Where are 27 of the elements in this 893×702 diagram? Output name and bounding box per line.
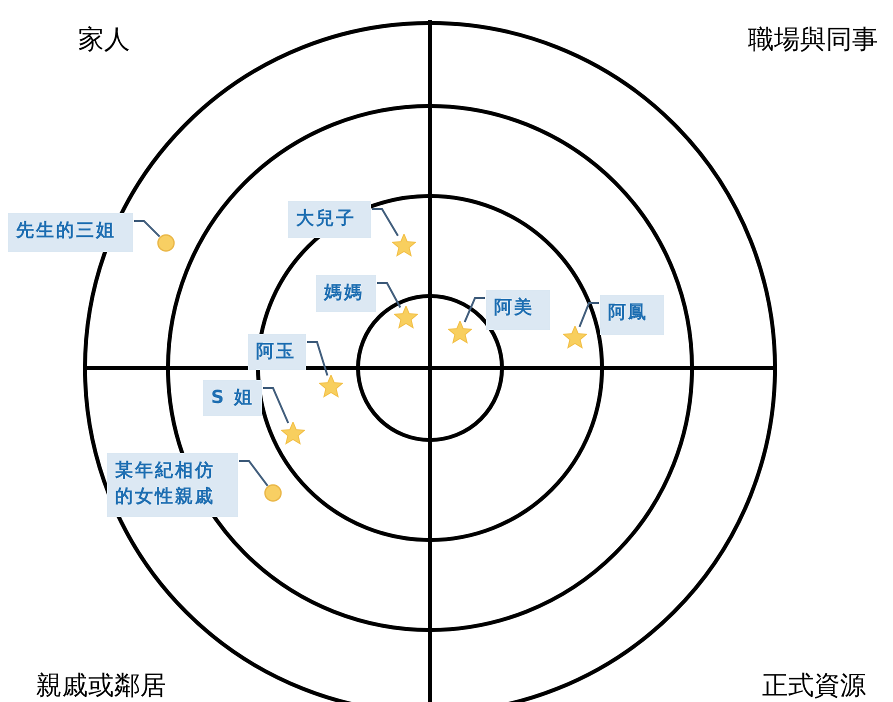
leader-line [464,297,485,322]
star-icon [319,375,343,399]
star-icon [563,326,587,350]
leader-line [578,302,599,328]
quadrant-title: 親戚或鄰居 [36,670,166,702]
star-icon [392,234,416,258]
quadrant-title: 職場與同事 [748,24,878,57]
leader-line [263,387,290,424]
leader-line [307,341,328,376]
leader-line [134,220,160,238]
dot-icon [157,234,175,252]
star-icon [448,321,472,345]
callout-label: S 姐 [203,380,262,416]
star-icon [281,422,305,446]
quadrant-title: 正式資源 [762,670,866,702]
leader-line [377,282,402,308]
callout-label: 阿鳳 [600,295,664,335]
callout-label: 阿美 [486,290,550,330]
dot-icon [264,484,282,502]
quadrant-title: 家人 [78,24,130,57]
callout-label: 大兒子 [288,201,371,238]
star-icon [394,306,418,330]
callout-label: 媽媽 [316,275,376,312]
leader-line [239,460,268,486]
callout-label: 先生的三姐 [8,213,133,252]
callout-label: 阿玉 [248,334,306,370]
callout-label: 某年紀相仿的女性親戚 [107,453,238,517]
